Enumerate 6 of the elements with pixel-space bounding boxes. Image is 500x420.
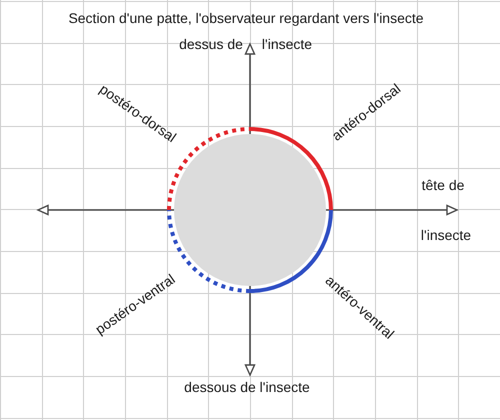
title: Section d'une patte, l'observateur regardant vers l'insecte <box>68 10 424 26</box>
axis-label: l'insecte <box>420 227 472 243</box>
axis-label: dessus de <box>179 36 243 52</box>
axis-label: tête de <box>422 177 464 193</box>
axis-label: l'insecte <box>262 36 312 52</box>
axis-label: dessous de l'insecte <box>184 379 310 395</box>
